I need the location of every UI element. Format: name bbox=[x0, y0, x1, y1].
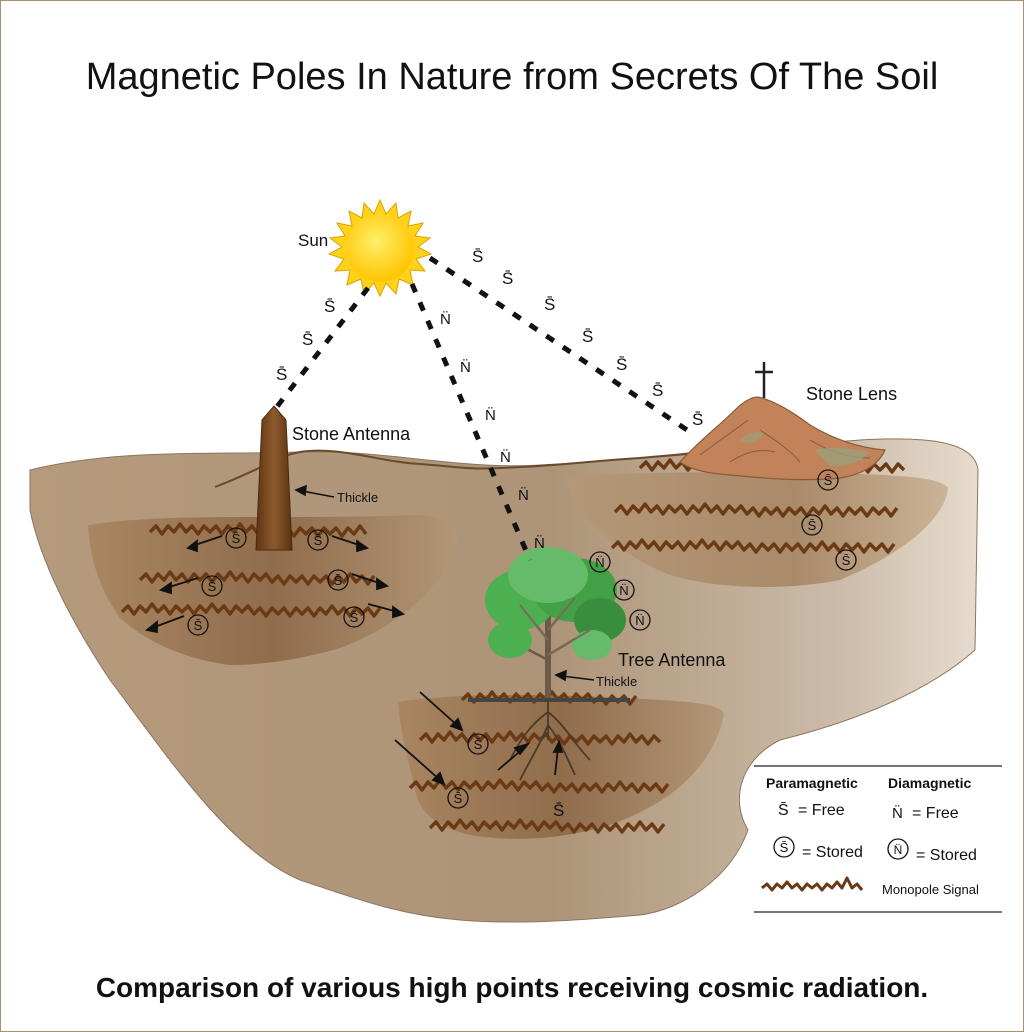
s-free-symbol: S̄ bbox=[544, 295, 555, 314]
stone-antenna-label: Stone Antenna bbox=[292, 424, 411, 444]
n-stored-symbol: N̈ bbox=[595, 555, 604, 570]
tree-ray-symbols: N̈ N̈ N̈ N̈ N̈ N̈ bbox=[440, 311, 545, 552]
n-stored-symbol: N̈ bbox=[619, 583, 628, 598]
ground-surface-line bbox=[214, 449, 701, 488]
tree-antenna bbox=[468, 547, 630, 781]
tree-antenna-label: Tree Antenna bbox=[618, 650, 726, 670]
s-free-symbol: S̄ bbox=[692, 410, 703, 429]
monopole-signal bbox=[610, 538, 896, 554]
monopole-signal bbox=[138, 570, 376, 586]
stone-lens-ray-symbols: S̄ S̄ S̄ S̄ S̄ S̄ S̄ bbox=[472, 247, 703, 429]
stone-antenna-obelisk bbox=[255, 405, 293, 551]
n-free-symbol: N̈ bbox=[518, 487, 529, 504]
thickle-label-stone: Thickle bbox=[337, 490, 378, 505]
ray-to-stone-antenna bbox=[274, 286, 370, 410]
s-stored-symbol: S̄ bbox=[232, 531, 241, 546]
ray-to-stone-lens bbox=[428, 255, 692, 435]
s-free-symbol: S̄ bbox=[652, 381, 663, 400]
thickle-arrows bbox=[294, 484, 595, 682]
s-stored-symbol: S̄ bbox=[350, 610, 359, 625]
stone-antenna-pit bbox=[88, 515, 458, 665]
n-free-symbol: N̈ bbox=[534, 535, 545, 552]
n-free-symbol: N̈ bbox=[500, 449, 511, 466]
legend-para-free-text: = Free bbox=[798, 802, 845, 819]
legend-monopole-signal-text: Monopole Signal bbox=[882, 882, 979, 897]
legend-para-stored-text: = Stored bbox=[802, 844, 863, 861]
n-free-symbol: N̈ bbox=[460, 359, 471, 376]
diagram-title: Magnetic Poles In Nature from Secrets Of… bbox=[85, 56, 939, 98]
diagram-caption: Comparison of various high points receiv… bbox=[95, 972, 929, 1003]
tree-antenna-pit bbox=[398, 695, 724, 839]
n-free-symbol: N̈ bbox=[440, 311, 451, 328]
s-stored-symbol: S̄ bbox=[808, 518, 817, 533]
legend-n-stored-symbol: N̈ bbox=[894, 843, 903, 857]
stored-symbols: S̄ S̄ S̄ S̄ S̄ S̄ S̄ S̄ S̄ N̈ N̈ N̈ S̄ S… bbox=[187, 469, 857, 809]
s-free-symbol: S̄ bbox=[302, 330, 313, 349]
s-free-symbol: S̄ bbox=[502, 269, 513, 288]
monopole-signal bbox=[428, 818, 666, 834]
legend-diamagnetic-header: Diamagnetic bbox=[888, 775, 971, 791]
s-free-symbol: S̄ bbox=[324, 297, 335, 316]
legend-s-stored-symbol: S̄ bbox=[780, 840, 789, 855]
s-free-symbol: S̄ bbox=[472, 247, 483, 266]
s-free-symbol: S̄ bbox=[276, 365, 287, 384]
legend-n-free-symbol: N̈ bbox=[892, 805, 903, 822]
legend-s-free-symbol: S̄ bbox=[778, 802, 789, 819]
s-stored-symbol: S̄ bbox=[842, 553, 851, 568]
stone-lens-label: Stone Lens bbox=[806, 384, 897, 404]
monopole-signal bbox=[408, 778, 670, 794]
s-free-symbol: S̄ bbox=[553, 801, 564, 820]
s-stored-symbol: S̄ bbox=[208, 579, 217, 594]
s-free-symbol: S̄ bbox=[582, 327, 593, 346]
s-stored-symbol: S̄ bbox=[474, 737, 483, 752]
monopole-signal bbox=[120, 602, 382, 618]
n-stored-symbol: N̈ bbox=[635, 613, 644, 628]
stone-lens-mountain bbox=[679, 362, 886, 481]
legend-dia-free-text: = Free bbox=[912, 805, 959, 822]
monopole-signal bbox=[418, 730, 662, 746]
monopole-signal bbox=[613, 502, 899, 518]
radiation-rays bbox=[274, 255, 692, 561]
s-stored-symbol: S̄ bbox=[334, 573, 343, 588]
s-stored-symbol: S̄ bbox=[194, 618, 203, 633]
tree-antenna-signals bbox=[408, 690, 670, 834]
s-stored-symbol: S̄ bbox=[314, 533, 323, 548]
s-stored-symbol: S̄ bbox=[824, 473, 833, 488]
stone-lens-pit bbox=[565, 472, 948, 587]
thickle-label-tree: Thickle bbox=[596, 674, 637, 689]
s-free-symbol: S̄ bbox=[616, 355, 627, 374]
legend-paramagnetic-header: Paramagnetic bbox=[766, 775, 858, 791]
legend-dia-stored-text: = Stored bbox=[916, 847, 977, 864]
flow-arrows bbox=[144, 535, 564, 786]
sun-icon bbox=[327, 198, 433, 298]
legend-monopole-signal-swatch bbox=[761, 876, 864, 892]
n-free-symbol: N̈ bbox=[485, 407, 496, 424]
stone-antenna-ray-symbols: S̄ S̄ S̄ bbox=[276, 297, 335, 384]
s-stored-symbol: S̄ bbox=[454, 791, 463, 806]
legend: Paramagnetic Diamagnetic S̄ = Free N̈ = … bbox=[754, 765, 1002, 913]
sun-label: Sun bbox=[298, 231, 328, 250]
